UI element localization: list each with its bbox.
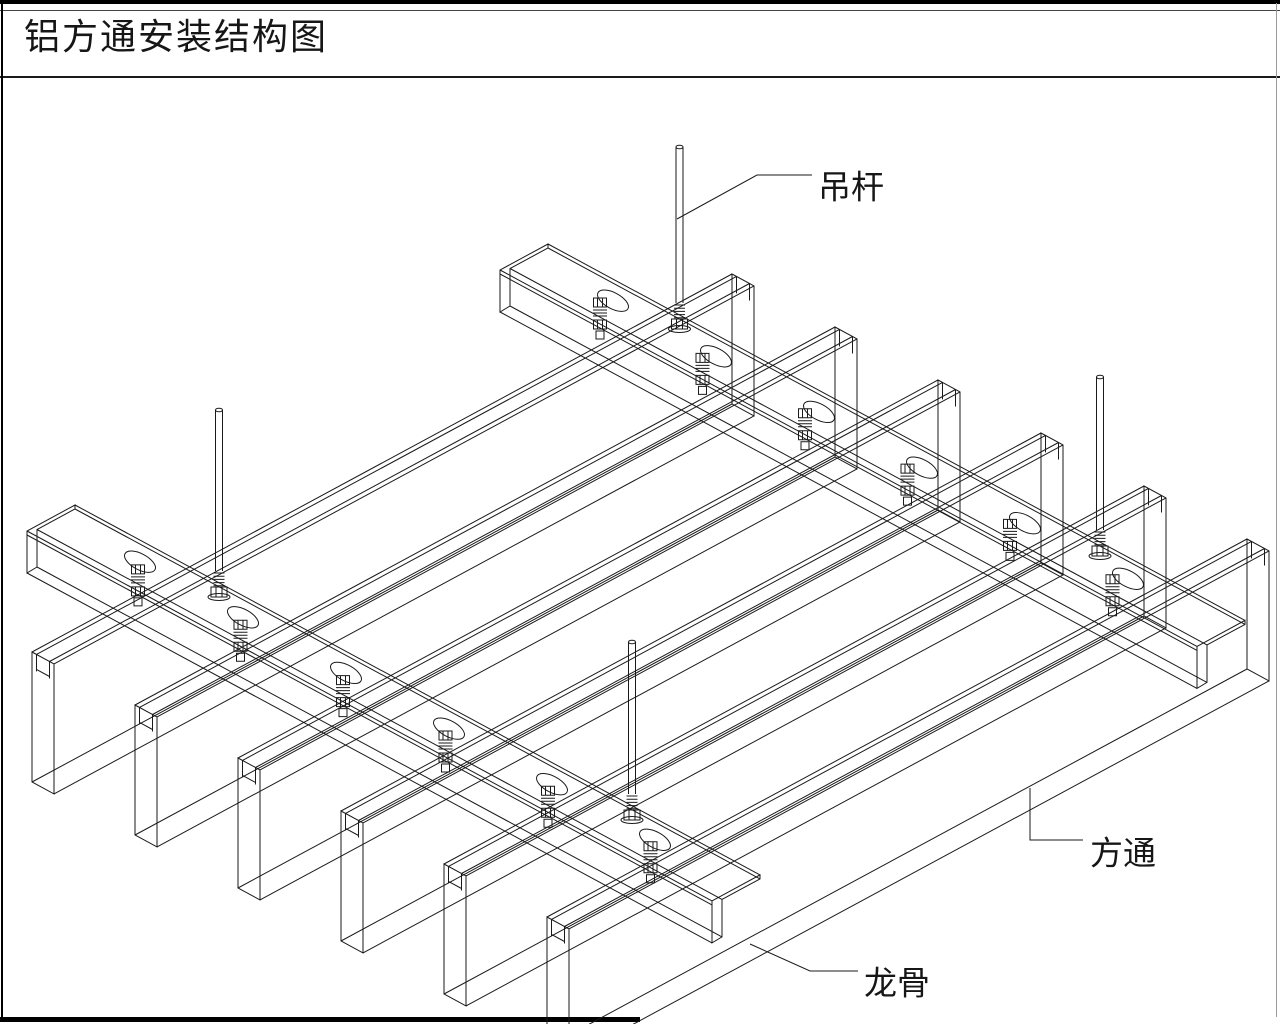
keel-hole <box>330 661 362 685</box>
keel-lower <box>26 504 761 944</box>
spring-clip <box>798 408 812 451</box>
hanger-rod-body <box>671 147 688 330</box>
keel-hole <box>906 456 938 479</box>
spring-clip <box>131 564 145 607</box>
keel-hole <box>597 289 629 312</box>
rod-washer <box>1088 552 1112 560</box>
sheet-bottom-border <box>0 1017 640 1022</box>
keel-hole <box>700 345 732 368</box>
spring-clip <box>643 841 658 884</box>
hanger-rod <box>668 144 691 333</box>
spring-clip-group <box>131 297 1120 884</box>
rod-top-cap <box>1096 374 1104 380</box>
keel-hole <box>433 717 465 740</box>
square-tube-group <box>31 273 1270 1024</box>
rod-washer <box>620 816 644 824</box>
keel-upper-profile <box>499 243 1246 690</box>
hanger-rod-label: 吊杆 <box>818 169 884 206</box>
keel-hole <box>1009 512 1041 535</box>
sheet-right-border <box>1276 3 1277 1017</box>
title-separator-rule <box>0 76 1280 78</box>
square-tube-leader <box>1029 788 1083 841</box>
keel-leader <box>749 943 858 972</box>
drawing-title: 铝方通安装结构图 <box>24 16 329 57</box>
hanger-rod-body <box>623 642 641 821</box>
spring-clip <box>695 352 710 395</box>
sheet-left-border <box>1 0 3 1022</box>
keel-hole <box>124 550 156 573</box>
spring-clip <box>233 619 248 662</box>
spring-clip <box>1003 518 1017 561</box>
drawing-lines <box>26 144 1270 1024</box>
square-tube <box>237 379 961 901</box>
title-top-rule <box>0 10 1280 11</box>
square-tube-label: 方通 <box>1090 835 1156 872</box>
spring-clip <box>336 675 350 718</box>
keel-hole <box>227 606 259 629</box>
hanger-rod <box>620 639 644 824</box>
hanger-rod <box>1088 374 1112 560</box>
sheet-top-border <box>0 0 1280 4</box>
square-tube <box>340 432 1064 954</box>
keel-hole <box>639 828 671 851</box>
rod-washer <box>668 325 691 333</box>
hanger-rod-leader <box>676 174 812 220</box>
spring-clip <box>1105 574 1120 617</box>
keel-lower-profile <box>26 504 761 944</box>
square-tube <box>546 538 1270 1024</box>
keel-upper <box>499 243 1246 690</box>
keel-hole <box>1112 567 1144 590</box>
hanger-rod-body <box>1091 377 1109 557</box>
square-tube <box>443 485 1167 1007</box>
rod-top-cap <box>628 639 636 645</box>
hanger-rod-body <box>210 410 228 598</box>
spring-clip <box>593 297 607 340</box>
spring-clip <box>541 785 555 828</box>
square-tube <box>31 273 755 795</box>
label-group: 吊杆 方通 龙骨 <box>818 169 1156 1002</box>
spring-clip <box>900 463 915 506</box>
square-tube <box>134 326 858 848</box>
hanger-rod <box>207 407 231 601</box>
rod-washer <box>207 593 231 601</box>
spring-clip <box>438 730 453 773</box>
leader-lines <box>676 174 1083 972</box>
keel-label: 龙骨 <box>864 965 930 1002</box>
rod-top-cap <box>215 407 223 413</box>
keel-hole <box>803 400 835 424</box>
keel-hole <box>536 773 568 796</box>
rod-top-cap <box>675 144 684 150</box>
